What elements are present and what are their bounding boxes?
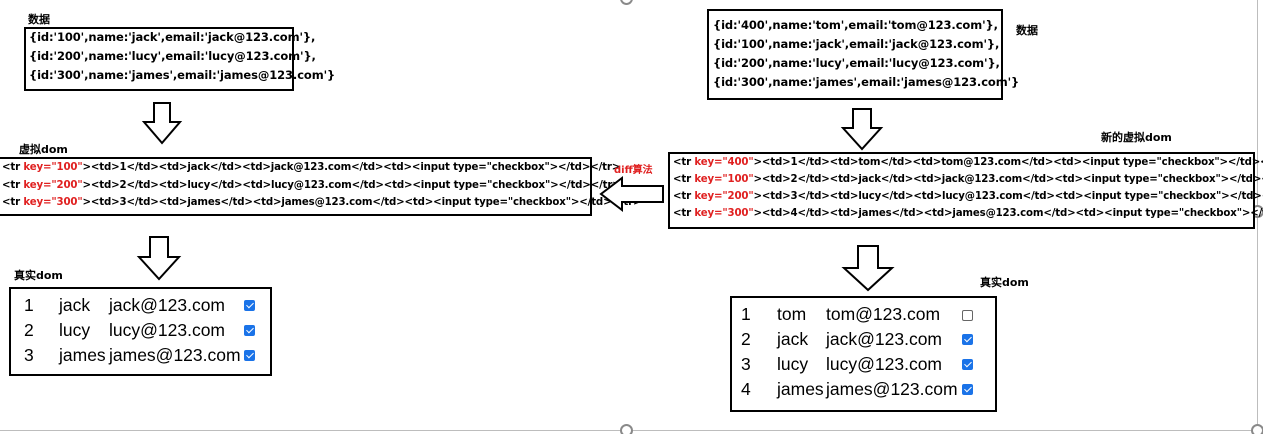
cell-name: lucy bbox=[777, 354, 809, 374]
table-row: 4 james james@123.com bbox=[732, 379, 995, 404]
vdom-row: <tr key="100"><td>2</td><td>jack</td><td… bbox=[673, 174, 1263, 185]
cell-email: james@123.com bbox=[826, 379, 958, 399]
diff-algorithm-label: diff算法 bbox=[614, 165, 653, 176]
table-row: 2 lucy lucy@123.com bbox=[11, 320, 270, 345]
resize-handle-bottom[interactable] bbox=[620, 424, 633, 434]
vdom-row: <tr key="200"><td>2</td><td>lucy</td><td… bbox=[2, 180, 621, 191]
right-vdom-box: <tr key="400"><td>1</td><td>tom</td><td>… bbox=[668, 152, 1263, 229]
row-checkbox[interactable] bbox=[962, 334, 973, 345]
row-checkbox[interactable] bbox=[962, 310, 973, 321]
table-row: 3 james james@123.com bbox=[11, 345, 270, 370]
cell-name: tom bbox=[777, 304, 807, 324]
right-data-box: {id:'400',name:'tom',email:'tom@123.com'… bbox=[707, 9, 1019, 100]
cell-id: 1 bbox=[741, 304, 751, 324]
left-vdom-label: 虚拟dom bbox=[19, 143, 68, 156]
left-arrow-icon bbox=[599, 175, 664, 213]
row-checkbox[interactable] bbox=[244, 325, 255, 336]
vdom-row: <tr key="100"><td>1</td><td>jack</td><td… bbox=[2, 162, 621, 173]
table-row: 1 tom tom@123.com bbox=[732, 304, 995, 329]
cell-name: jack bbox=[777, 329, 809, 349]
right-data-label: 数据 bbox=[1016, 24, 1038, 37]
cell-name: james bbox=[777, 379, 824, 399]
cell-email: jack@123.com bbox=[826, 329, 943, 349]
cell-name: jack bbox=[59, 295, 91, 315]
left-data-box: {id:'100',name:'jack',email:'jack@123.co… bbox=[24, 27, 335, 91]
down-arrow-icon bbox=[840, 108, 884, 151]
down-arrow-icon bbox=[141, 102, 183, 145]
right-real-dom-label: 真实dom bbox=[980, 276, 1029, 289]
left-data-line: {id:'100',name:'jack',email:'jack@123.co… bbox=[29, 30, 316, 44]
vdom-row: <tr key="300"><td>3</td><td>james</td><t… bbox=[2, 197, 642, 208]
cell-id: 1 bbox=[24, 295, 34, 315]
table-row: 1 jack jack@123.com bbox=[11, 295, 270, 320]
left-real-dom-label: 真实dom bbox=[14, 269, 63, 282]
vdom-row: <tr key="300"><td>4</td><td>james</td><t… bbox=[673, 208, 1263, 219]
cell-email: james@123.com bbox=[109, 345, 241, 365]
right-data-line: {id:'200',name:'lucy',email:'lucy@123.co… bbox=[713, 56, 1000, 70]
vdom-row: <tr key="200"><td>3</td><td>lucy</td><td… bbox=[673, 191, 1263, 202]
right-vdom-label: 新的虚拟dom bbox=[1101, 131, 1172, 144]
resize-handle-bottom-right[interactable] bbox=[1251, 424, 1263, 434]
cell-id: 2 bbox=[24, 320, 34, 340]
left-data-label: 数据 bbox=[28, 13, 50, 26]
row-checkbox[interactable] bbox=[244, 300, 255, 311]
cell-id: 3 bbox=[741, 354, 751, 374]
cell-email: lucy@123.com bbox=[109, 320, 226, 340]
right-data-line: {id:'400',name:'tom',email:'tom@123.com'… bbox=[713, 18, 998, 32]
cell-email: jack@123.com bbox=[109, 295, 226, 315]
cell-email: tom@123.com bbox=[826, 304, 941, 324]
cell-id: 2 bbox=[741, 329, 751, 349]
cell-name: james bbox=[59, 345, 106, 365]
right-data-line: {id:'100',name:'jack',email:'jack@123.co… bbox=[713, 37, 1000, 51]
left-data-line: {id:'300',name:'james',email:'james@123.… bbox=[29, 68, 336, 82]
right-data-line: {id:'300',name:'james',email:'james@123.… bbox=[713, 75, 1020, 89]
left-data-line: {id:'200',name:'lucy',email:'lucy@123.co… bbox=[29, 49, 316, 63]
table-row: 3 lucy lucy@123.com bbox=[732, 354, 995, 379]
right-real-dom-table: 1 tom tom@123.com 2 jack jack@123.com 3 … bbox=[730, 296, 997, 412]
row-checkbox[interactable] bbox=[962, 384, 973, 395]
down-arrow-icon bbox=[841, 245, 895, 292]
down-arrow-icon bbox=[136, 236, 182, 281]
left-real-dom-table: 1 jack jack@123.com 2 lucy lucy@123.com … bbox=[9, 287, 272, 376]
cell-id: 3 bbox=[24, 345, 34, 365]
left-vdom-box: <tr key="100"><td>1</td><td>jack</td><td… bbox=[0, 157, 642, 216]
row-checkbox[interactable] bbox=[962, 359, 973, 370]
cell-name: lucy bbox=[59, 320, 91, 340]
vdom-row: <tr key="400"><td>1</td><td>tom</td><td>… bbox=[673, 157, 1263, 168]
row-checkbox[interactable] bbox=[244, 350, 255, 361]
cell-id: 4 bbox=[741, 379, 751, 399]
resize-handle-top[interactable] bbox=[620, 0, 633, 5]
cell-email: lucy@123.com bbox=[826, 354, 943, 374]
table-row: 2 jack jack@123.com bbox=[732, 329, 995, 354]
